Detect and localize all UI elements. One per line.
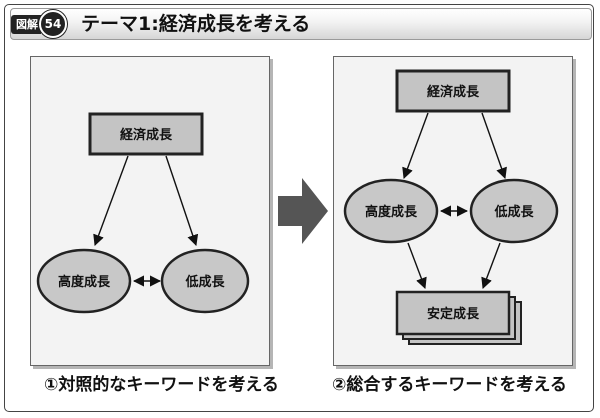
right-arrow-to-low-growth bbox=[481, 112, 507, 180]
left-low-growth-node: 低成長 bbox=[160, 248, 250, 314]
right-stable-growth-node: 安定成長 bbox=[395, 290, 522, 345]
left-arrow-to-low-growth bbox=[165, 155, 199, 247]
right-arrow-to-high-growth bbox=[402, 112, 429, 180]
right-arrow-high-to-stable bbox=[407, 242, 427, 290]
right-caption: ②総合するキーワードを考える bbox=[332, 375, 567, 395]
transition-arrow bbox=[278, 178, 328, 244]
right-high-growth-node: 高度成長 bbox=[343, 178, 439, 244]
page-title: テーマ1:経済成長を考える bbox=[81, 13, 311, 35]
left-top-node-label: 経済成長 bbox=[120, 127, 173, 143]
left-arrow-to-high-growth bbox=[93, 155, 129, 247]
figure-badge: 図解 54 bbox=[11, 10, 67, 38]
left-top-node: 経済成長 bbox=[88, 112, 204, 156]
left-low-growth-label: 低成長 bbox=[184, 274, 225, 290]
right-low-growth-node: 低成長 bbox=[469, 178, 559, 244]
title-bar: 図解 54 テーマ1:経済成長を考える bbox=[10, 8, 592, 40]
right-stable-growth-label: 安定成長 bbox=[427, 306, 480, 322]
left-high-growth-label: 高度成長 bbox=[58, 274, 111, 290]
right-arrow-low-to-stable bbox=[481, 242, 501, 290]
right-high-growth-label: 高度成長 bbox=[365, 204, 418, 220]
badge-label: 図解 bbox=[11, 14, 41, 34]
badge-number: 54 bbox=[39, 10, 67, 38]
left-caption: ①対照的なキーワードを考える bbox=[44, 375, 279, 395]
left-diagram-panel bbox=[30, 56, 270, 366]
right-low-growth-label: 低成長 bbox=[493, 204, 534, 220]
left-high-growth-node: 高度成長 bbox=[36, 248, 132, 314]
right-top-node: 経済成長 bbox=[395, 69, 511, 113]
right-top-node-label: 経済成長 bbox=[427, 84, 480, 100]
